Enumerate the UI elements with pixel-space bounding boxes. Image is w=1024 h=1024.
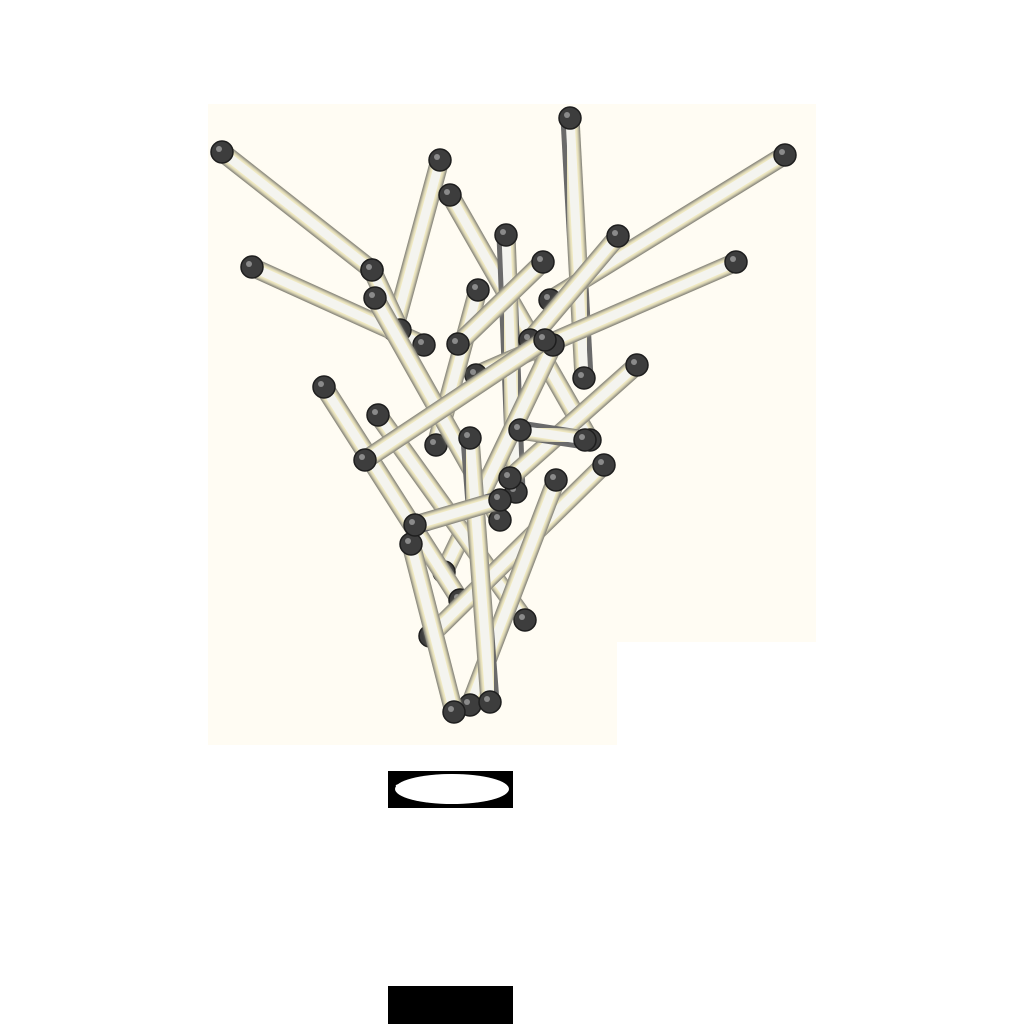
- tube-end-cap: [466, 278, 490, 302]
- tube-end-cap: [312, 375, 336, 399]
- tube-end-cap: [724, 250, 748, 274]
- light-tube: [353, 328, 557, 472]
- tube-end-cap: [412, 333, 436, 357]
- light-tube: [446, 250, 555, 356]
- light-tubes-group: [210, 106, 797, 724]
- tube-end-cap: [533, 328, 557, 352]
- tube-end-cap: [606, 224, 630, 248]
- tube-end-cap: [403, 513, 427, 537]
- tube-end-cap: [399, 532, 423, 556]
- tube-end-cap: [210, 140, 234, 164]
- tube-end-cap: [428, 148, 452, 172]
- tube-end-cap: [625, 353, 649, 377]
- tube-end-cap: [508, 418, 532, 442]
- light-tube: [498, 353, 649, 490]
- tube-end-cap: [363, 286, 387, 310]
- tube-end-cap: [488, 508, 512, 532]
- tube-end-cap: [442, 700, 466, 724]
- tube-end-cap: [478, 690, 502, 714]
- tube-end-cap: [513, 608, 537, 632]
- tube-end-cap: [353, 448, 377, 472]
- light-tube: [438, 183, 602, 452]
- tube-end-cap: [240, 255, 264, 279]
- tube-end-cap: [572, 366, 596, 390]
- light-tube: [399, 532, 466, 724]
- black-bar-bottom: [388, 986, 513, 1024]
- tube-end-cap: [558, 106, 582, 130]
- tube-end-cap: [592, 453, 616, 477]
- light-tube: [403, 488, 512, 537]
- tube-end-cap: [494, 223, 518, 247]
- tube-end-cap: [498, 466, 522, 490]
- tube-end-cap: [360, 258, 384, 282]
- ellipse-marker: [388, 771, 513, 808]
- tube-end-cap: [366, 403, 390, 427]
- light-tube: [508, 418, 597, 452]
- tube-end-cap: [531, 250, 555, 274]
- tube-end-cap: [544, 468, 568, 492]
- tube-end-cap: [773, 143, 797, 167]
- tube-end-cap: [458, 426, 482, 450]
- tube-end-cap: [488, 488, 512, 512]
- tube-end-cap: [438, 183, 462, 207]
- light-tube: [458, 426, 502, 714]
- white-ellipse: [395, 774, 509, 804]
- tube-end-cap: [446, 332, 470, 356]
- tube-end-cap: [573, 428, 597, 452]
